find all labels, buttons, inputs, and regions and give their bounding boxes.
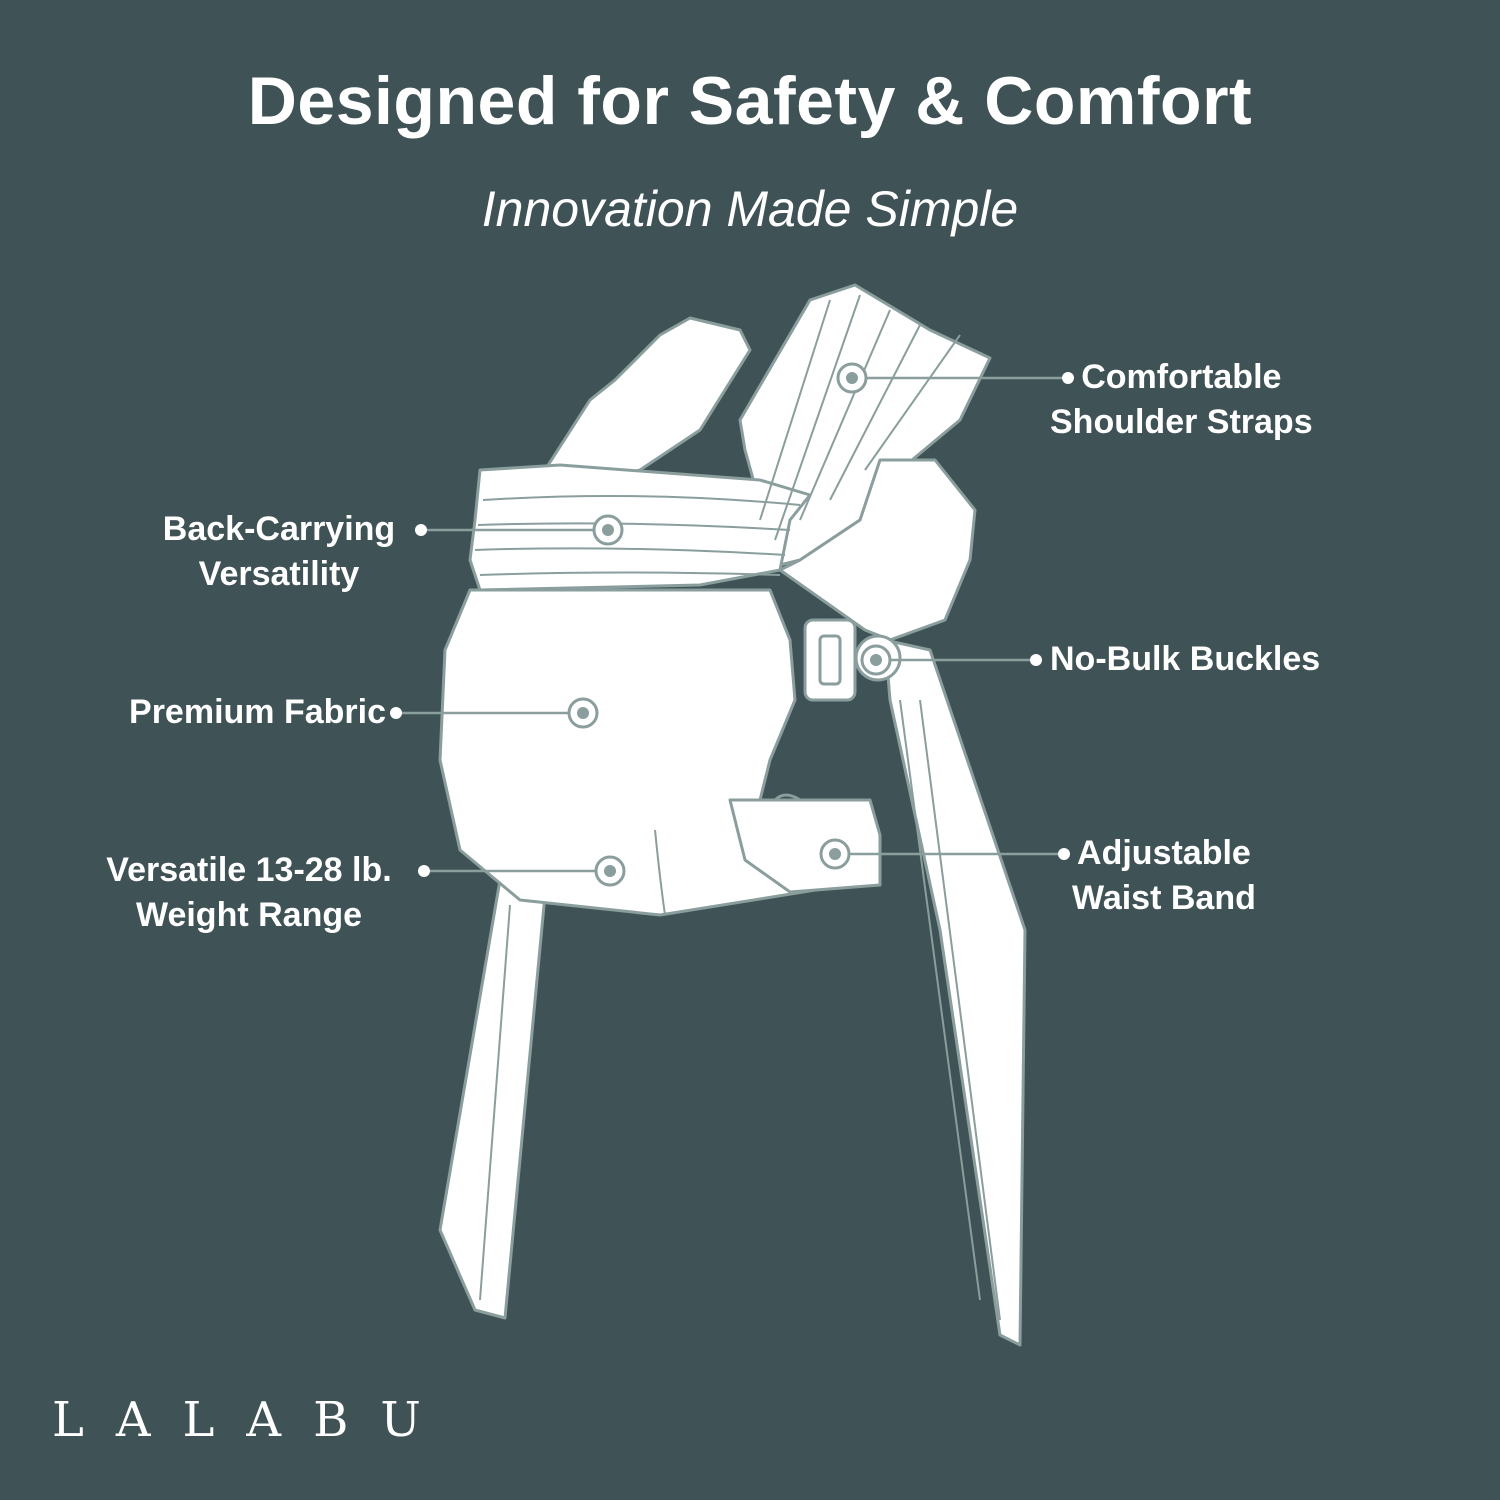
page-title: Designed for Safety & Comfort	[247, 63, 1253, 139]
marker-waist-band-icon	[819, 838, 851, 870]
page-subtitle: Innovation Made Simple	[481, 181, 1019, 237]
callout-shoulder-straps: Comfortable Shoulder Straps	[1050, 355, 1313, 445]
callout-weight-range-line1: Versatile 13-28 lb.	[106, 851, 392, 889]
callout-buckles: No-Bulk Buckles	[1050, 637, 1320, 682]
brand-logo: LALABU	[52, 1392, 453, 1448]
callout-back-carrying: Back-Carrying Versatility	[148, 507, 410, 597]
callout-buckles-line1: No-Bulk Buckles	[1050, 640, 1321, 678]
waist-band-flap	[728, 798, 882, 894]
marker-weight-range-icon	[594, 855, 626, 887]
callout-waist-band-line2: Waist Band	[1072, 879, 1256, 917]
marker-back-carrying-icon	[592, 514, 624, 546]
callout-waist-band: Adjustable Waist Band	[1072, 831, 1256, 921]
right-strap-tail	[883, 638, 1027, 1347]
left-shoulder-strap	[543, 316, 752, 482]
left-strap-tail	[438, 878, 547, 1320]
marker-shoulder-straps-icon	[836, 362, 868, 394]
callout-shoulder-straps-line1: Comfortable	[1081, 358, 1282, 396]
callout-back-carrying-line2: Versatility	[198, 555, 360, 593]
callout-fabric: Premium Fabric	[98, 690, 386, 735]
callout-weight-range-line2: Weight Range	[135, 896, 363, 934]
callout-fabric-line1: Premium Fabric	[129, 693, 386, 731]
callout-shoulder-straps-line2: Shoulder Straps	[1050, 403, 1313, 441]
marker-buckles-icon	[860, 644, 892, 676]
marker-fabric-icon	[567, 697, 599, 729]
callout-back-carrying-line1: Back-Carrying	[162, 510, 396, 548]
callout-weight-range: Versatile 13-28 lb. Weight Range	[84, 848, 414, 938]
callout-waist-band-line1: Adjustable	[1077, 834, 1251, 872]
callout-markers	[567, 362, 892, 887]
